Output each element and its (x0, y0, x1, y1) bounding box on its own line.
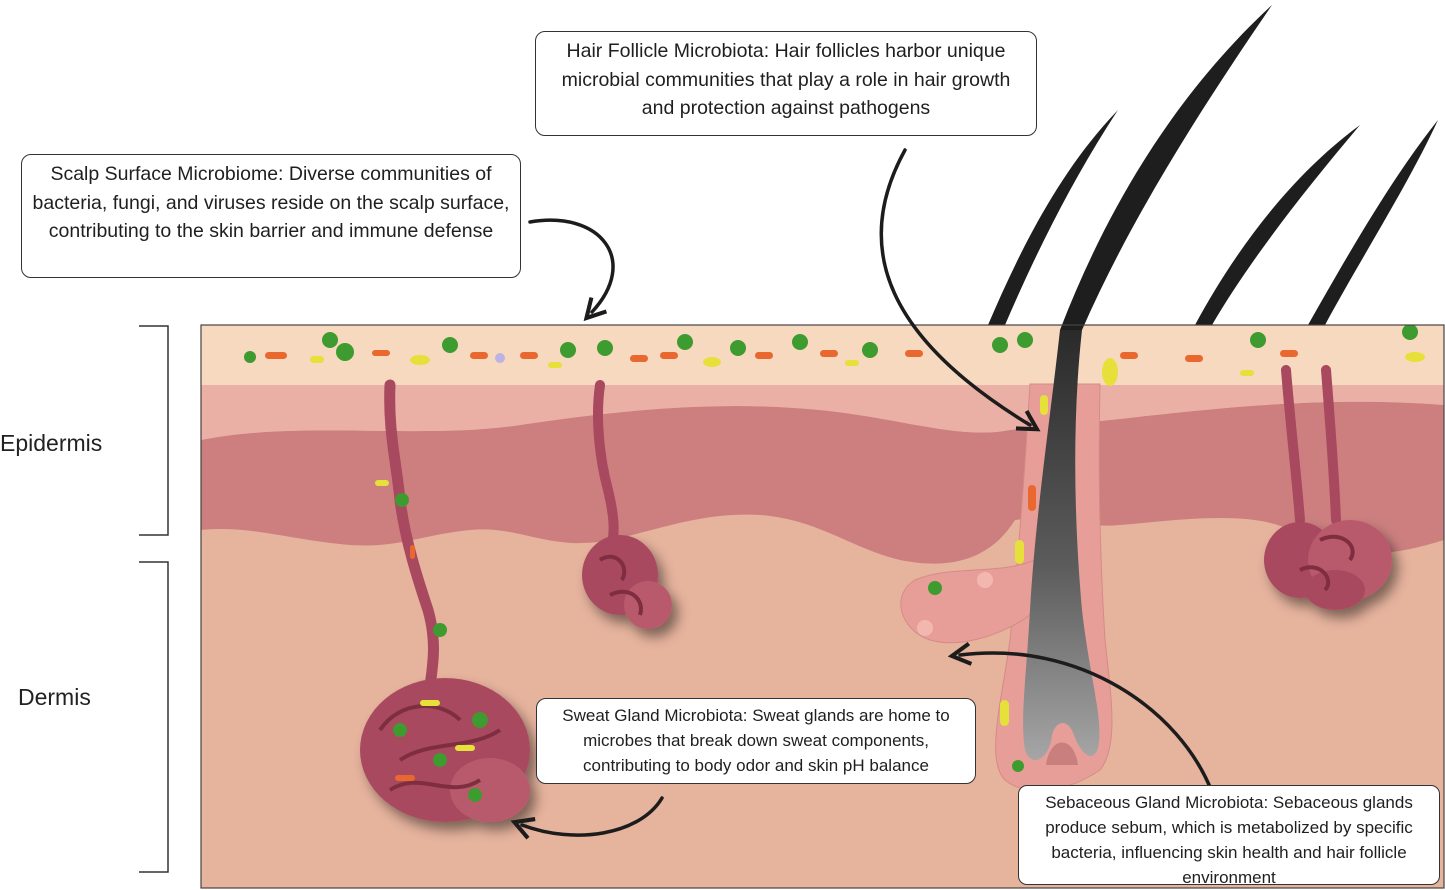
dermis-bracket (139, 561, 169, 873)
hair-strands (988, 5, 1438, 330)
gland-microbes (375, 395, 1048, 802)
upper-epidermis-layer (201, 384, 1444, 440)
surface-microbes (244, 325, 1425, 386)
skin-cross-section (201, 325, 1444, 888)
arrow-sweat-gland (522, 796, 664, 835)
hair-strand-right (1308, 120, 1438, 325)
sweat-gland-callout: Sweat Gland Microbiota: Sweat glands are… (536, 698, 976, 784)
scalp-surface-callout: Scalp Surface Microbiome: Diverse commun… (21, 154, 521, 278)
sweat-gland-coil-middle (582, 535, 672, 629)
epidermis-label: Epidermis (0, 430, 103, 456)
arrow-hair-follicle (879, 148, 1030, 425)
sebaceous-gland (900, 559, 1036, 644)
sweat-duct-right-a (1281, 365, 1305, 525)
hair-strand-mid (1195, 125, 1360, 325)
hair-strand-main (1060, 5, 1272, 330)
hair-bulb (1046, 742, 1078, 765)
lower-epidermis-layer (201, 401, 1444, 564)
sweat-duct-middle (592, 380, 619, 550)
sebaceous-gland-callout: Sebaceous Gland Microbiota: Sebaceous gl… (1018, 785, 1440, 887)
arrows (522, 148, 1214, 835)
sweat-gland-coil-right (1264, 520, 1392, 610)
arrow-sebaceous-gland (960, 653, 1214, 794)
epidermis-bracket (139, 325, 169, 536)
arrow-scalp-surface (528, 218, 615, 312)
skin-outline (200, 324, 1445, 889)
hair-shaft (1023, 330, 1100, 761)
dermis-label: Dermis (18, 684, 91, 710)
hair-strand-left (988, 110, 1118, 325)
sweat-gland-coil-large (360, 678, 530, 822)
hair-follicle-callout: Hair Follicle Microbiota: Hair follicles… (535, 31, 1037, 136)
sweat-duct-right-b (1321, 365, 1341, 525)
